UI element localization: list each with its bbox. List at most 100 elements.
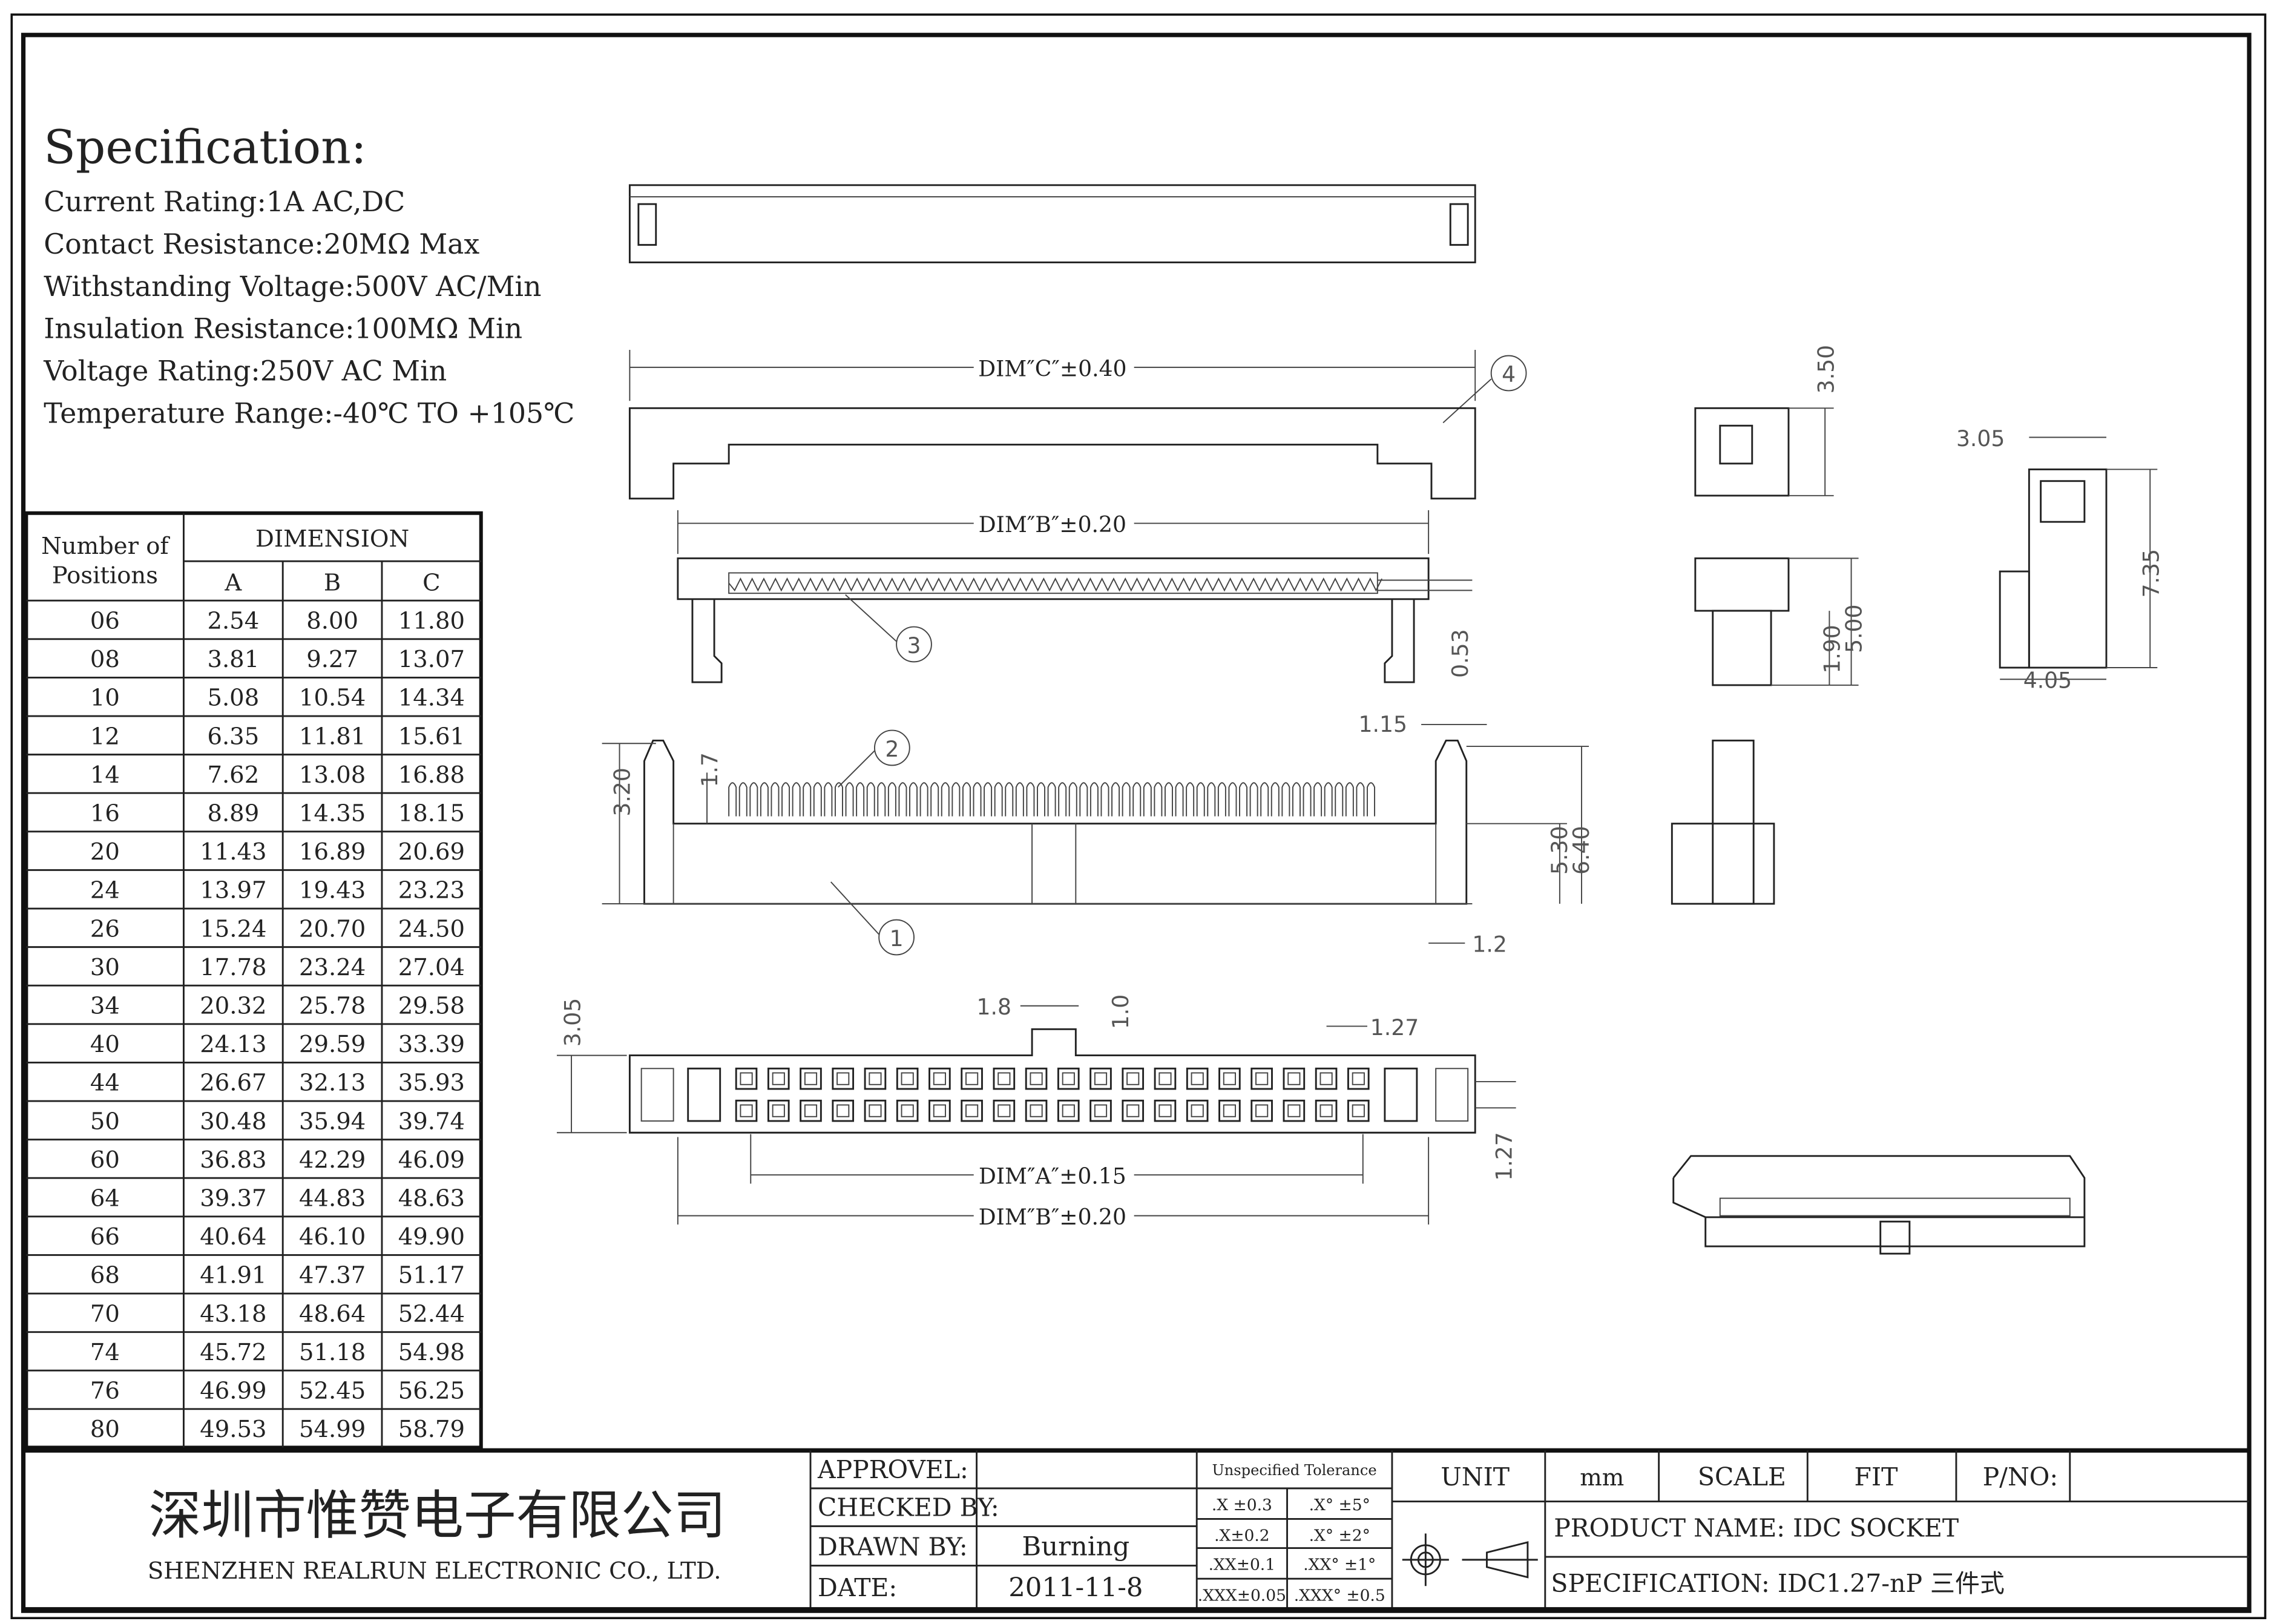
- approvel-label: APPROVEL:: [817, 1455, 968, 1484]
- dim-5-30: 5.30: [1546, 826, 1572, 875]
- pin: [994, 782, 1003, 817]
- contact-hole-inner: [836, 1072, 850, 1085]
- tolerance-angular: .X° ±5°: [1309, 1496, 1370, 1514]
- pin: [887, 782, 896, 817]
- cover-front-view: [628, 407, 1476, 500]
- contact-hole-inner: [1287, 1072, 1301, 1085]
- cell-positions: 80: [90, 1416, 120, 1443]
- contact-hole: [800, 1099, 822, 1122]
- cell-positions: 40: [90, 1031, 120, 1058]
- pin: [1281, 782, 1290, 817]
- date-label: DATE:: [818, 1573, 897, 1602]
- cell-dim: 24.13: [200, 1031, 266, 1058]
- contact-hole: [767, 1099, 790, 1122]
- specification: SPECIFICATION: IDC1.27-nP 三件式: [1551, 1569, 2004, 1598]
- cell-dim: 46.09: [398, 1146, 465, 1174]
- cell-dim: 18.15: [398, 800, 465, 827]
- contact-hole: [864, 1099, 887, 1122]
- specification-block: Specification: Current Rating:1A AC,DC C…: [43, 120, 574, 430]
- cell-dim: 35.94: [299, 1108, 366, 1135]
- pin: [1217, 782, 1226, 817]
- pin: [919, 782, 928, 817]
- cell-dim: 26.67: [200, 1070, 266, 1097]
- cell-dim: 13.97: [200, 877, 266, 904]
- cell-positions: 66: [90, 1223, 120, 1251]
- tolerance-linear: .XXX±0.05: [1198, 1586, 1286, 1605]
- cell-dim: 52.45: [299, 1377, 366, 1404]
- cell-positions: 44: [90, 1070, 120, 1097]
- callout-4: 4: [1502, 361, 1516, 387]
- cell-dim: 17.78: [200, 954, 266, 981]
- cell-dim: 41.91: [200, 1262, 266, 1289]
- cell-positions: 14: [90, 761, 120, 789]
- contact-hole-inner: [997, 1072, 1011, 1085]
- pin: [1345, 782, 1354, 817]
- cell-dim: 23.23: [398, 877, 465, 904]
- pin: [792, 782, 801, 817]
- cell-dim: 58.79: [398, 1416, 465, 1443]
- spec-line: Insulation Resistance:100MΩ Min: [44, 313, 522, 345]
- pin: [1207, 782, 1216, 817]
- dim-7-35: 7.35: [2138, 549, 2164, 597]
- cell-dim: 40.64: [200, 1223, 266, 1251]
- tolerance-angular: .X° ±2°: [1309, 1527, 1370, 1545]
- dim-c-label: DIM″C″±0.40: [978, 355, 1126, 381]
- scale-label: SCALE: [1698, 1462, 1786, 1491]
- cell-dim: 51.17: [398, 1262, 465, 1289]
- contact-hole-inner: [1319, 1104, 1333, 1117]
- cell-positions: 24: [90, 877, 120, 904]
- pin: [1058, 782, 1067, 817]
- dim-3-05-side: 3.05: [1956, 426, 2005, 452]
- contact-hole-inner: [869, 1104, 882, 1117]
- pin: [834, 782, 843, 817]
- contact-hole: [1347, 1099, 1370, 1122]
- tolerance-angular: .XX° ±1°: [1303, 1556, 1376, 1574]
- pin: [984, 782, 993, 817]
- cell-dim: 29.59: [299, 1031, 366, 1058]
- cell-dim: 15.24: [200, 915, 266, 942]
- pin: [1068, 782, 1077, 817]
- pin: [930, 782, 939, 817]
- pin: [1079, 782, 1088, 817]
- cell-dim: 16.88: [398, 761, 465, 789]
- cell-dim: 8.89: [207, 800, 259, 827]
- contact-hole-inner: [836, 1104, 850, 1117]
- cell-dim: 16.89: [299, 838, 366, 866]
- pin: [1089, 782, 1099, 817]
- contact-hole-inner: [965, 1072, 979, 1085]
- contact-hole: [1283, 1099, 1306, 1122]
- company-name-en: SHENZHEN REALRUN ELECTRONIC CO., LTD.: [148, 1557, 721, 1585]
- dim-1-0: 1.0: [1108, 994, 1134, 1029]
- cell-dim: 11.80: [398, 607, 465, 634]
- contact-hole-inner: [1126, 1072, 1140, 1085]
- tolerance-linear: .XX±0.1: [1209, 1556, 1275, 1574]
- pin: [1313, 782, 1323, 817]
- contact-hole: [1122, 1099, 1145, 1122]
- contact-hole: [961, 1067, 983, 1090]
- cell-dim: 45.72: [200, 1339, 266, 1366]
- header-positions: Positions: [52, 562, 158, 589]
- contact-hole: [1057, 1099, 1080, 1122]
- pin: [1270, 782, 1280, 817]
- header-col-b: B: [324, 569, 341, 596]
- contact-hole-inner: [1352, 1072, 1365, 1085]
- contact-hole: [1347, 1067, 1370, 1090]
- contact-hole-inner: [1255, 1104, 1269, 1117]
- pin: [1239, 782, 1248, 817]
- cell-dim: 19.43: [299, 877, 366, 904]
- cell-positions: 74: [90, 1339, 120, 1366]
- body-front-view: 3.20 1.7 1.15 5.30 6.40 1.2 2 1: [602, 711, 1594, 958]
- contact-hole-inner: [869, 1072, 882, 1085]
- dim-1-2: 1.2: [1472, 932, 1507, 958]
- header-positions: Number of: [41, 533, 170, 560]
- cell-dim: 20.70: [299, 915, 366, 942]
- dim-6-40: 6.40: [1568, 826, 1594, 875]
